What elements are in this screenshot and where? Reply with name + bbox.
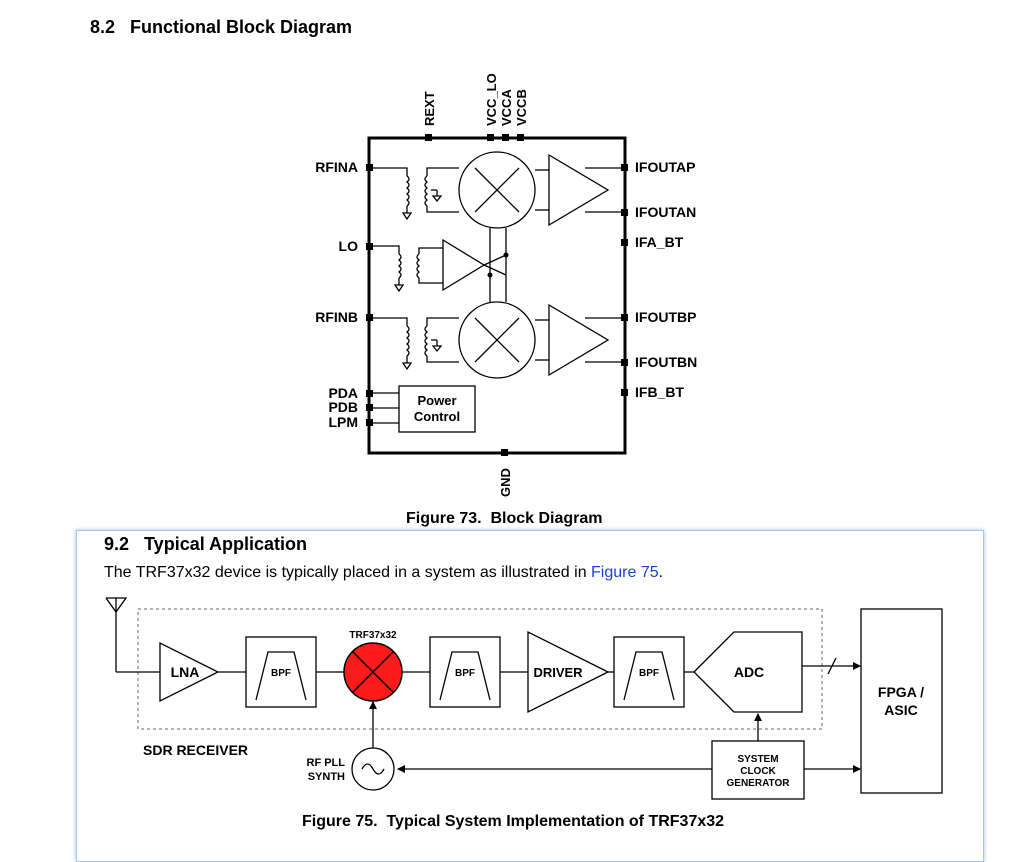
sdr-receiver-boundary — [137, 608, 823, 730]
pin-rfinb — [366, 314, 373, 321]
pin-ifoutbp — [621, 314, 628, 321]
typical-application-paragraph: The TRF37x32 device is typically placed … — [104, 564, 663, 582]
pin-vcc-lo — [487, 134, 494, 141]
label-adc: ADC — [734, 664, 764, 680]
figure-75-caption: Figure 75. Typical System Implementation… — [302, 813, 725, 830]
label-clock: CLOCK — [740, 766, 776, 777]
section-9-2-title: 9.2 Typical Application — [104, 534, 308, 554]
pin-ifoutan — [621, 209, 628, 216]
pin-lpm — [366, 419, 373, 426]
fpga-asic-block — [860, 608, 943, 794]
label-ifa-bt: IFA_BT — [635, 234, 684, 250]
label-ifoutbn: IFOUTBN — [635, 354, 697, 370]
label-rext: REXT — [422, 91, 437, 126]
label-lpm: LPM — [328, 414, 358, 430]
if-amp-b — [548, 303, 610, 377]
label-bpf-2: BPF — [455, 668, 475, 679]
system-diagram-fig75: LNA BPF BPF BPF TRF37x32 DRIVER ADC FPGA… — [105, 597, 943, 800]
label-rf-pll: RF PLL — [307, 757, 346, 769]
label-ifoutan: IFOUTAN — [635, 204, 696, 220]
lo-amp — [442, 238, 486, 292]
driver-block — [527, 630, 610, 714]
block-diagram-fig73: REXT VCC_LO VCCA VCCB RFINA LO RFINB PDA… — [315, 73, 697, 497]
label-rfina: RFINA — [315, 159, 358, 175]
pin-rext — [425, 134, 432, 141]
pin-lo — [366, 243, 373, 250]
paragraph-text: The TRF37x32 device is typically placed … — [104, 564, 592, 581]
label-ifoutap: IFOUTAP — [635, 159, 695, 175]
label-rfinb: RFINB — [315, 309, 358, 325]
label-vcc-lo: VCC_LO — [484, 73, 499, 126]
chip-outline — [367, 136, 627, 455]
label-system: SYSTEM — [737, 754, 778, 765]
label-synth: SYNTH — [308, 771, 345, 783]
label-ifoutbp: IFOUTBP — [635, 309, 696, 325]
label-pdb: PDB — [328, 399, 358, 415]
pin-ifb-bt — [621, 389, 628, 396]
label-sdr-receiver: SDR RECEIVER — [143, 742, 248, 758]
paragraph-end: . — [658, 564, 664, 581]
section-8-2-title: 8.2 Functional Block Diagram — [90, 17, 353, 37]
label-bpf-3: BPF — [639, 668, 659, 679]
pin-gnd — [501, 449, 508, 456]
label-pda: PDA — [328, 385, 358, 401]
mixer-a — [458, 151, 536, 229]
label-trf37x32: TRF37x32 — [349, 630, 397, 641]
mixer-b — [458, 301, 536, 379]
adc-block — [693, 631, 803, 713]
label-asic: ASIC — [884, 702, 917, 718]
if-amp-a — [548, 153, 610, 227]
lna-block — [159, 641, 220, 703]
pin-pda — [366, 390, 373, 397]
pin-vcca — [502, 134, 509, 141]
power-control-line2: Control — [414, 409, 460, 424]
label-generator: GENERATOR — [727, 778, 791, 789]
label-driver: DRIVER — [533, 665, 583, 680]
power-control-block — [398, 385, 476, 433]
sine-icon — [361, 763, 385, 775]
typical-application-panel — [76, 530, 984, 862]
figure-73-caption: Figure 73. Block Diagram — [406, 510, 603, 527]
pin-vccb — [517, 134, 524, 141]
label-ifb-bt: IFB_BT — [635, 384, 684, 400]
label-vcca: VCCA — [499, 89, 514, 126]
label-gnd: GND — [498, 468, 513, 497]
label-lo: LO — [339, 238, 359, 254]
pin-rfina — [366, 164, 373, 171]
trf37x32-mixer — [343, 642, 403, 702]
label-vccb: VCCB — [514, 89, 529, 126]
label-bpf-1: BPF — [271, 668, 291, 679]
label-lna: LNA — [171, 664, 200, 680]
label-fpga: FPGA / — [878, 684, 924, 700]
figure-75-link[interactable]: Figure 75 — [591, 564, 659, 581]
power-control-line1: Power — [417, 393, 456, 408]
pin-ifoutap — [621, 164, 628, 171]
pin-ifa-bt — [621, 239, 628, 246]
pin-ifoutbn — [621, 359, 628, 366]
pin-pdb — [366, 404, 373, 411]
